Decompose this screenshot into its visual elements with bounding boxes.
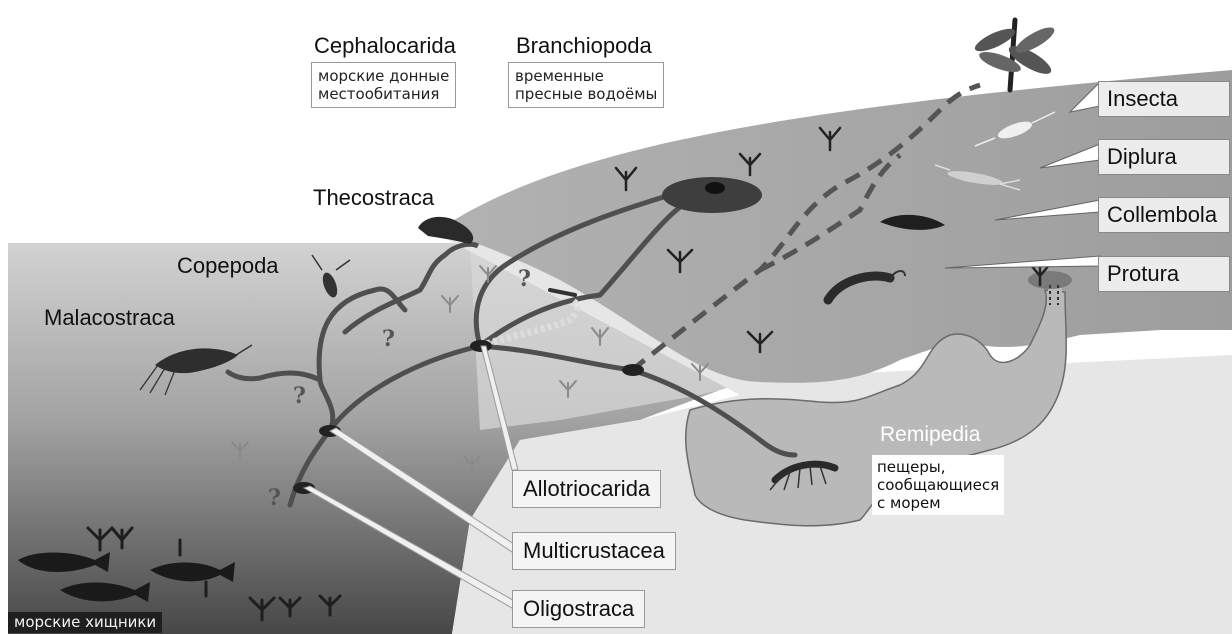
hexapoda-protura: Protura bbox=[1098, 256, 1230, 292]
question-mark-2: ? bbox=[382, 328, 395, 350]
question-mark-1: ? bbox=[518, 268, 531, 290]
question-mark-3: ? bbox=[293, 385, 306, 407]
hexapoda-diplura: Diplura bbox=[1098, 139, 1230, 175]
hexapoda-collembola: Collembola bbox=[1098, 197, 1230, 233]
hexapoda-insecta: Insecta bbox=[1098, 81, 1230, 117]
question-mark-4: ? bbox=[268, 487, 281, 509]
